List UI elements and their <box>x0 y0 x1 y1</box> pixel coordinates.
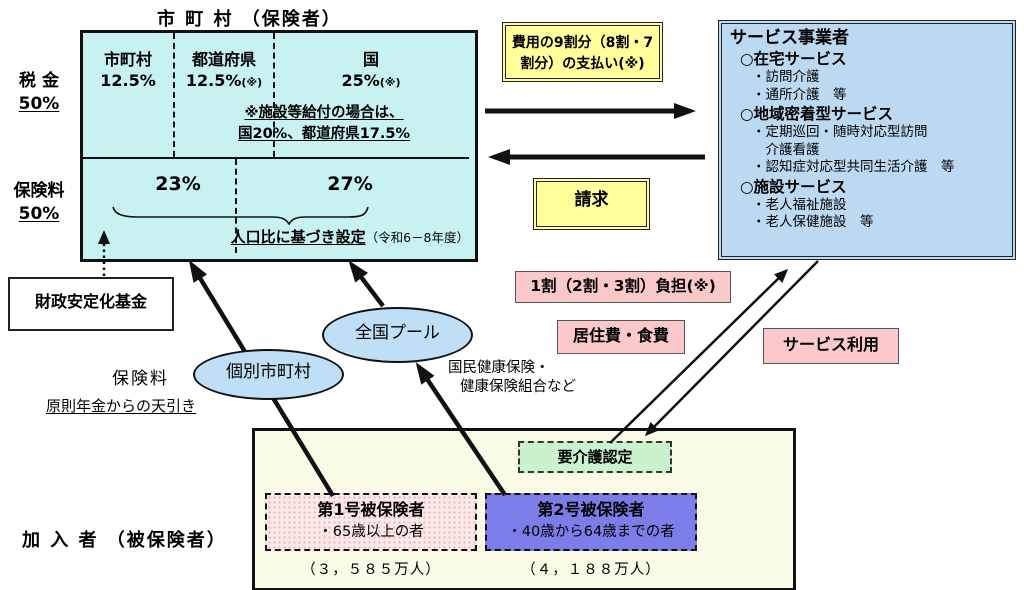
cell-national-value: 25%(※) <box>341 71 401 90</box>
members-box: 要介護認定 第1号被保険者 ・65歳以上の者 第2号被保険者 ・40歳から64歳… <box>252 428 796 590</box>
cell-prefecture-value: 12.5%(※) <box>185 71 263 90</box>
divider-dashed-3 <box>235 159 237 253</box>
tax-percent: 50% <box>18 94 60 114</box>
service-item: ・老人保健施設 等 <box>752 214 874 230</box>
health-insurer-note-line2: 健康保険組合など <box>460 379 576 395</box>
service-box-title: サービス事業者 <box>730 28 849 48</box>
copay-box: 1割（2割・3割）負担(※) <box>515 271 731 303</box>
cell-municipality-value: 12.5% <box>100 71 156 90</box>
insurer-title: 市 町 村 （保険者） <box>157 9 342 30</box>
population-ratio-years: （令和6－8年度） <box>365 230 469 245</box>
cell-national: 国 25%(※) <box>275 49 467 93</box>
stabilization-fund-box: 財政安定化基金 <box>8 277 174 331</box>
category2-box: 第2号被保険者 ・40歳から64歳までの者 <box>485 493 697 551</box>
service-item: 介護看護 <box>752 141 820 158</box>
category2-title: 第2号被保険者 <box>537 500 645 519</box>
service-item: ・定期巡回・随時対応型訪問 <box>752 124 928 140</box>
cell-prefecture: 都道府県 12.5%(※) <box>173 49 275 93</box>
municipal-pool-ellipse: 個別市町村 <box>193 349 344 400</box>
premium-flow-label: 保険料 <box>112 369 169 389</box>
pension-deduction-note: 原則年金からの天引き <box>46 397 197 415</box>
premium-share-27: 27% <box>327 173 373 195</box>
premium-label: 保険料 <box>13 181 65 201</box>
national-pool-ellipse: 全国プール <box>322 307 473 363</box>
divider-dashed-2 <box>273 33 275 157</box>
service-item: ・認知症対応型共同生活介護 等 <box>752 159 955 175</box>
health-insurer-note: 国民健康保険・ 健康保険組合など <box>448 359 576 397</box>
payment-note-box: 費用の9割分（8割・7 割分）の支払い(※) <box>502 22 663 82</box>
category1-box: 第1号被保険者 ・65歳以上の者 <box>265 493 477 551</box>
service-item: ・訪問介護 <box>752 69 820 85</box>
premium-percent: 50% <box>18 204 60 224</box>
service-item: ・老人福祉施設 <box>752 196 847 213</box>
service-section-community: ○地域密着型サービス <box>740 105 894 123</box>
billing-box: 請求 <box>533 178 650 230</box>
divider-dashed-1 <box>173 33 175 157</box>
premium-share-label: 保険料 50% <box>8 180 70 226</box>
cell-municipality: 市町村 12.5% <box>83 49 173 93</box>
facility-benefit-note: ※施設等給付の場合は、 国20%、都道府県17.5% <box>183 103 465 145</box>
facility-note-line2: 国20%、都道府県17.5% <box>237 126 410 142</box>
category1-count: （３，５８５万人） <box>301 562 441 578</box>
payment-line2: 割分）の支払い(※) <box>520 56 645 72</box>
population-ratio-note: 人口比に基づき設定（令和6－8年度） <box>183 226 469 247</box>
tax-share-label: 税 金 50% <box>8 70 70 116</box>
service-section-home: ○在宅サービス <box>740 50 847 68</box>
category1-desc: ・65歳以上の者 <box>318 524 424 540</box>
population-ratio-text: 人口比に基づき設定 <box>230 228 366 246</box>
pool-to-insurer-arrow <box>348 260 385 308</box>
category2-count: （４，１８８万人） <box>521 562 661 578</box>
service-provider-box: サービス事業者 ○在宅サービス ・訪問介護 ・通所介護 等 ○地域密着型サービス… <box>718 20 1016 260</box>
cell-national-label: 国 <box>362 50 379 69</box>
service-section-facility: ○施設サービス <box>740 177 847 196</box>
room-board-box: 居住費・食費 <box>557 320 685 354</box>
payment-line1: 費用の9割分（8割・7 <box>511 35 654 51</box>
service-item: ・通所介護 等 <box>752 86 847 103</box>
category1-title: 第1号被保険者 <box>317 500 425 519</box>
cell-municipality-label: 市町村 <box>103 50 152 69</box>
facility-note-line1: ※施設等給付の場合は、 <box>244 105 404 121</box>
insurer-box: 市町村 12.5% 都道府県 12.5%(※) 国 25%(※) ※施設等給付の… <box>80 30 478 262</box>
tax-premium-divider <box>83 157 469 159</box>
category2-desc: ・40歳から64歳までの者 <box>507 524 675 540</box>
premium-share-23: 23% <box>155 173 201 195</box>
cell-prefecture-label: 都道府県 <box>191 50 256 69</box>
health-insurer-note-line1: 国民健康保険・ <box>448 360 550 376</box>
service-use-box: サービス利用 <box>763 328 899 364</box>
certification-box: 要介護認定 <box>518 441 672 473</box>
tax-label: 税 金 <box>19 71 59 91</box>
members-title: 加 入 者 （被保険者） <box>22 530 227 551</box>
